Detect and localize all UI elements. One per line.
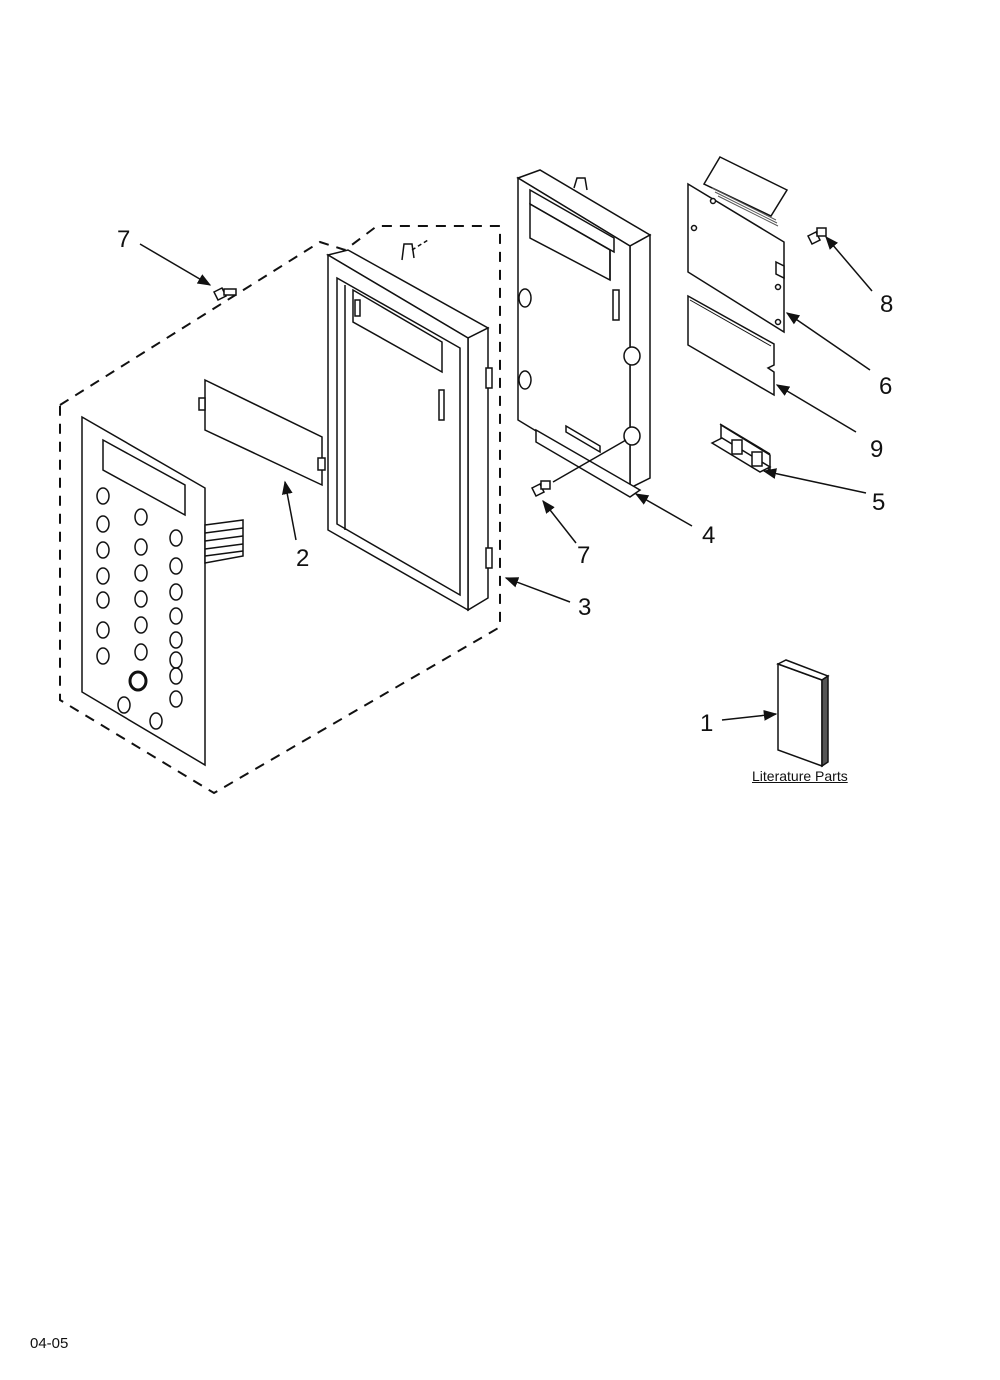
arrow-3 — [504, 577, 571, 603]
callout-5: 5 — [872, 489, 885, 516]
callout-6: 6 — [879, 373, 892, 400]
arrow-8 — [825, 235, 873, 292]
callout-4: 4 — [702, 522, 715, 549]
page-code: 04-05 — [30, 1335, 69, 1352]
arrow-1 — [721, 709, 778, 721]
insulator-sheet — [687, 294, 775, 397]
control-housing — [516, 169, 652, 498]
callout-3: 3 — [578, 594, 591, 621]
arrow-4 — [634, 493, 693, 527]
callout-7-bottom: 7 — [577, 542, 590, 569]
arrow-5 — [762, 468, 867, 494]
screw-top-left — [212, 286, 237, 302]
circuit-board — [687, 156, 789, 334]
assembly-dashed-outline — [59, 225, 501, 795]
screw-board — [806, 227, 827, 246]
arrow-7-top — [139, 243, 212, 286]
keypad-buttons — [96, 487, 183, 730]
arrow-2 — [281, 480, 297, 541]
keypad-membrane — [81, 415, 244, 767]
bracket-clip — [710, 423, 772, 473]
callout-7-top: 7 — [117, 226, 130, 253]
control-panel-frame — [326, 239, 493, 612]
arrow-6 — [785, 312, 871, 371]
screw-housing — [530, 480, 551, 498]
callout-8: 8 — [880, 291, 893, 318]
callout-1: 1 — [700, 710, 713, 737]
callout-9: 9 — [870, 436, 883, 463]
leader-arrows — [139, 235, 873, 721]
literature-booklet — [776, 659, 830, 768]
literature-parts-label: Literature Parts — [752, 768, 848, 784]
callout-numbers: 7 8 6 9 5 2 4 7 3 1 — [117, 226, 893, 737]
arrow-7-bottom — [542, 499, 577, 544]
arrow-9 — [775, 384, 857, 433]
display-window — [198, 378, 326, 487]
callout-2: 2 — [296, 545, 309, 572]
